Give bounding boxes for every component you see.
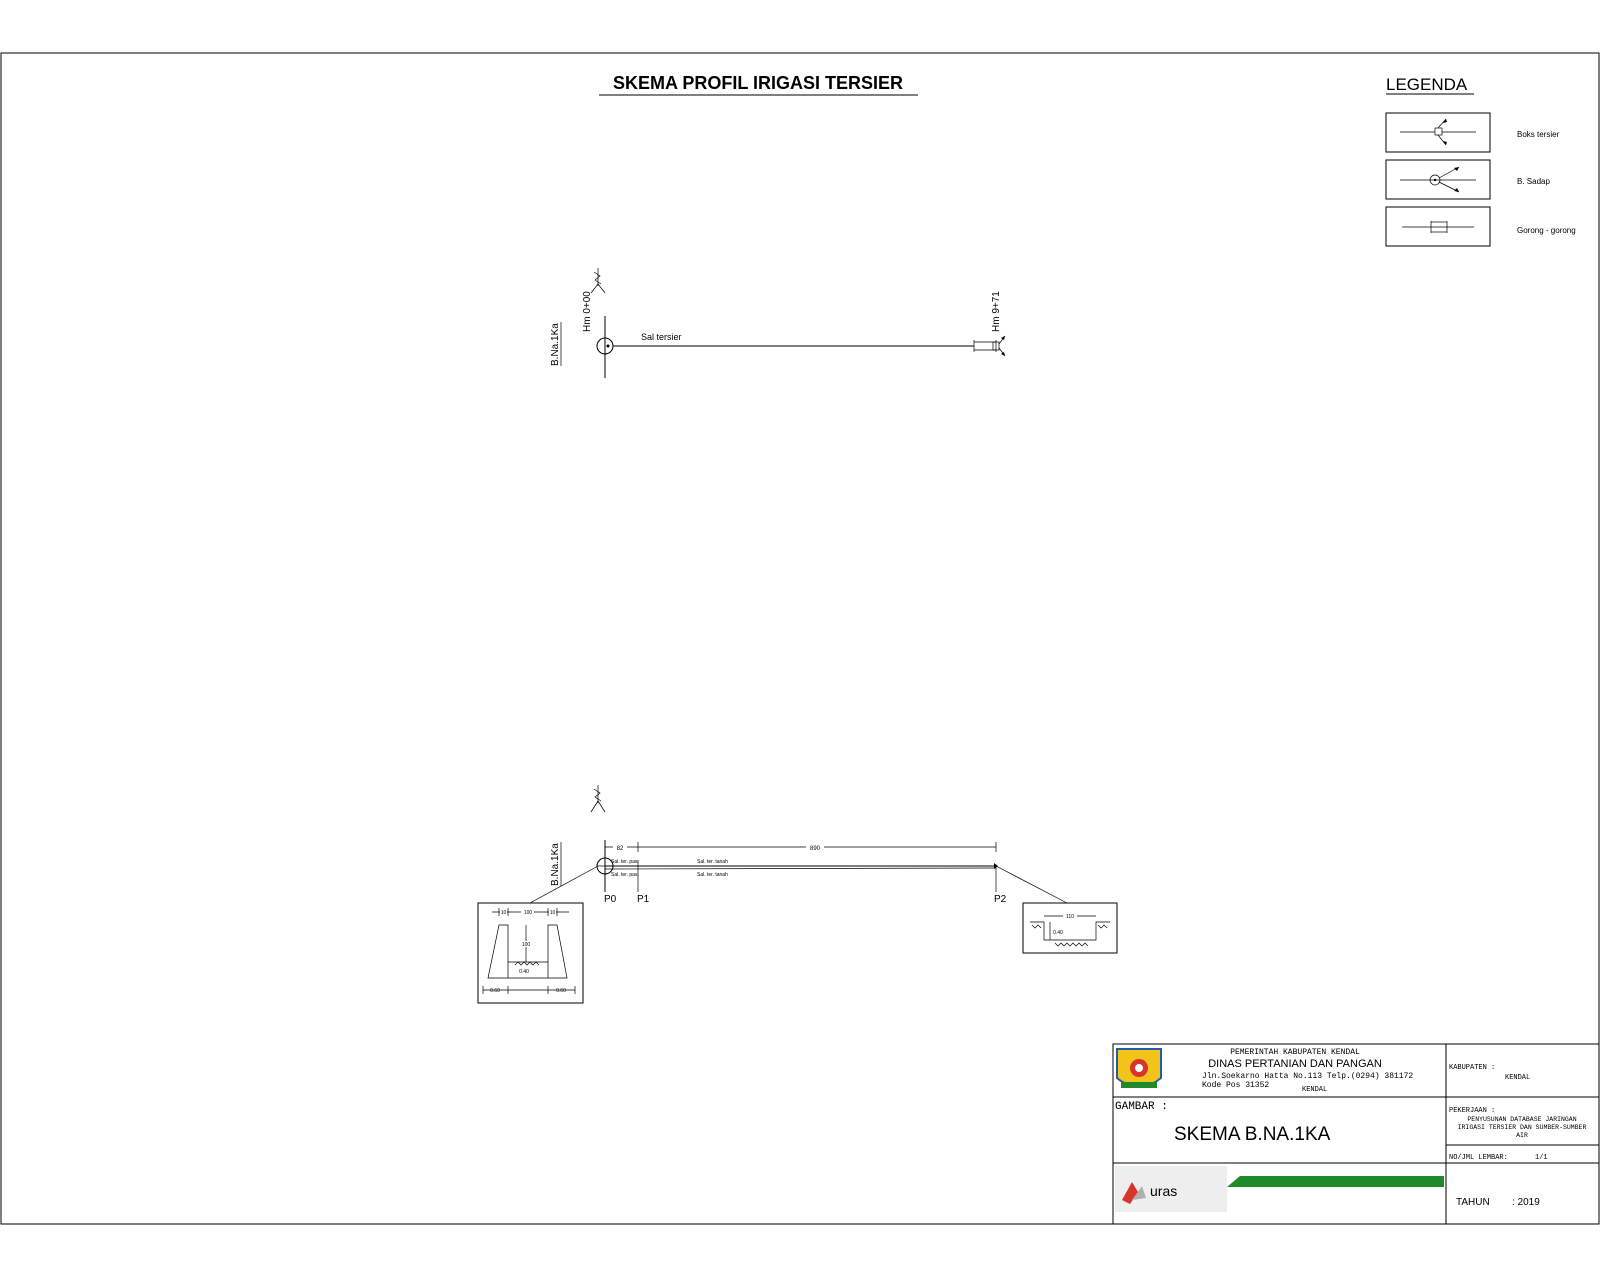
- dimension-label: 890: [810, 846, 821, 852]
- schema-channel-label: Sal tersier: [641, 332, 682, 342]
- schema-source-label: B.Na.1Ka: [550, 323, 561, 366]
- sheet-border: [0, 52, 1600, 1225]
- consultant-logo: uras: [1115, 1166, 1444, 1212]
- section-dim-label: 110: [1066, 914, 1074, 920]
- bangunan-sadap-icon: [596, 857, 614, 875]
- lembar-label: NO/JML LEMBAR:: [1449, 1154, 1508, 1162]
- tahun-label: TAHUN: [1456, 1197, 1490, 1208]
- section-dim-label: 100: [522, 942, 531, 948]
- schema-start-label: Hm 0+00: [582, 291, 593, 332]
- kabupaten-kendal-emblem-icon: [1116, 1048, 1162, 1088]
- legend-label: Gorong - gorong: [1517, 226, 1576, 235]
- legend-item-bangunan-sadap: B. Sadap: [1385, 159, 1550, 200]
- legend-box: [1385, 112, 1491, 153]
- station-label-p2: P2: [994, 894, 1007, 905]
- segment-label: Sal. ter. pas.: [611, 859, 639, 865]
- title-block: PEMERINTAH KABUPATEN KENDAL DINAS PERTAN…: [1112, 1043, 1600, 1225]
- legend-title: LEGENDA: [1386, 75, 1468, 94]
- segment-label: Sal. ter. tanah: [697, 872, 728, 878]
- consultant-logo-icon: [1122, 1182, 1138, 1204]
- flow-direction-icon: [590, 268, 606, 294]
- flow-direction-icon: [590, 785, 606, 813]
- cross-section-masonry: 10 100 10 100 0.40 0.60 0.60: [477, 902, 584, 1004]
- section-dim-label: 0.60: [556, 988, 566, 994]
- pekerjaan-label: PEKERJAAN :: [1449, 1107, 1495, 1115]
- ground-symbol-icon: [1097, 924, 1108, 929]
- kabupaten-value: KENDAL: [1505, 1074, 1530, 1082]
- legend-item-boks-tersier: Boks tersier: [1385, 112, 1560, 153]
- gorong-gorong-icon: [973, 340, 997, 352]
- section-frame: [477, 902, 584, 1004]
- ground-symbol-icon: [1031, 924, 1042, 929]
- title-block-frame: [1112, 1043, 1600, 1225]
- right-wall: [547, 924, 568, 979]
- profile-source-label: B.Na.1Ka: [550, 843, 561, 886]
- legend-item-gorong-gorong: Gorong - gorong: [1385, 206, 1576, 247]
- tahun-value: : 2019: [1512, 1197, 1540, 1208]
- pekerjaan-value: AIR: [1516, 1132, 1528, 1139]
- leader-line: [529, 865, 599, 904]
- pekerjaan-value: IRIGASI TERSIER DAN SUMBER-SUMBER: [1458, 1124, 1587, 1131]
- bangunan-sadap-symbol-icon: [1400, 166, 1476, 193]
- boks-tersier-icon: [992, 335, 1006, 357]
- channel-water-line: [604, 867, 997, 870]
- consultant-logo-text: uras: [1150, 1183, 1177, 1199]
- section-dim-label: 10: [550, 910, 556, 916]
- agency-city: KENDAL: [1302, 1086, 1327, 1094]
- section-frame: [1022, 902, 1118, 954]
- segment-label: Sal. ter. pas.: [611, 872, 639, 878]
- irrigation-profile: B.Na.1Ka 82 890 Sal. ter. pas. Sal. ter.…: [477, 785, 1118, 1004]
- green-band: [1227, 1176, 1444, 1187]
- agency-name: DINAS PERTANIAN DAN PANGAN: [1208, 1058, 1382, 1070]
- boks-tersier-symbol-icon: [1400, 118, 1476, 146]
- dimension-label: 82: [617, 846, 624, 852]
- pekerjaan-value: PENYUSUNAN DATABASE JARINGAN: [1467, 1116, 1576, 1123]
- kabupaten-label: KABUPATEN :: [1449, 1064, 1495, 1072]
- water-symbol-icon: [514, 961, 540, 966]
- consultant-logo-icon: [1132, 1186, 1146, 1200]
- channel-shape: [1030, 921, 1110, 941]
- ground-symbol-icon: [1054, 942, 1089, 947]
- gambar-value: SKEMA B.NA.1KA: [1174, 1124, 1331, 1145]
- legend-box: [1385, 159, 1491, 200]
- section-dim-label: 0.60: [490, 988, 500, 994]
- gov-name: PEMERINTAH KABUPATEN KENDAL: [1230, 1048, 1360, 1057]
- leader-line: [995, 865, 1068, 904]
- legend-label: B. Sadap: [1517, 177, 1550, 186]
- station-label-p0: P0: [604, 894, 617, 905]
- drawing-title: SKEMA PROFIL IRIGASI TERSIER: [613, 73, 903, 93]
- gorong-gorong-symbol-icon: [1402, 221, 1474, 233]
- gambar-label: GAMBAR :: [1115, 1101, 1168, 1113]
- legend-box: [1385, 206, 1491, 247]
- agency-address: Jln.Soekarno Hatta No.113 Telp.(0294) 38…: [1202, 1072, 1413, 1081]
- section-dim-label: 0.40: [1053, 930, 1063, 936]
- cross-section-earth: 110 0.40: [1022, 902, 1118, 954]
- lembar-value: 1/1: [1535, 1154, 1548, 1162]
- station-label-p1: P1: [637, 894, 650, 905]
- segment-label: Sal. ter. tanah: [697, 859, 728, 865]
- legend-label: Boks tersier: [1517, 130, 1560, 139]
- schema-end-label: Hm 9+71: [991, 291, 1002, 332]
- section-dim-label: 0.40: [519, 969, 529, 975]
- section-dim-label: 10: [501, 910, 507, 916]
- irrigation-schema: B.Na.1Ka Hm 0+00 Sal tersier: [550, 268, 1006, 378]
- section-dim-label: 100: [524, 910, 533, 916]
- agency-postal: Kode Pos 31352: [1202, 1081, 1269, 1090]
- left-wall: [487, 924, 509, 979]
